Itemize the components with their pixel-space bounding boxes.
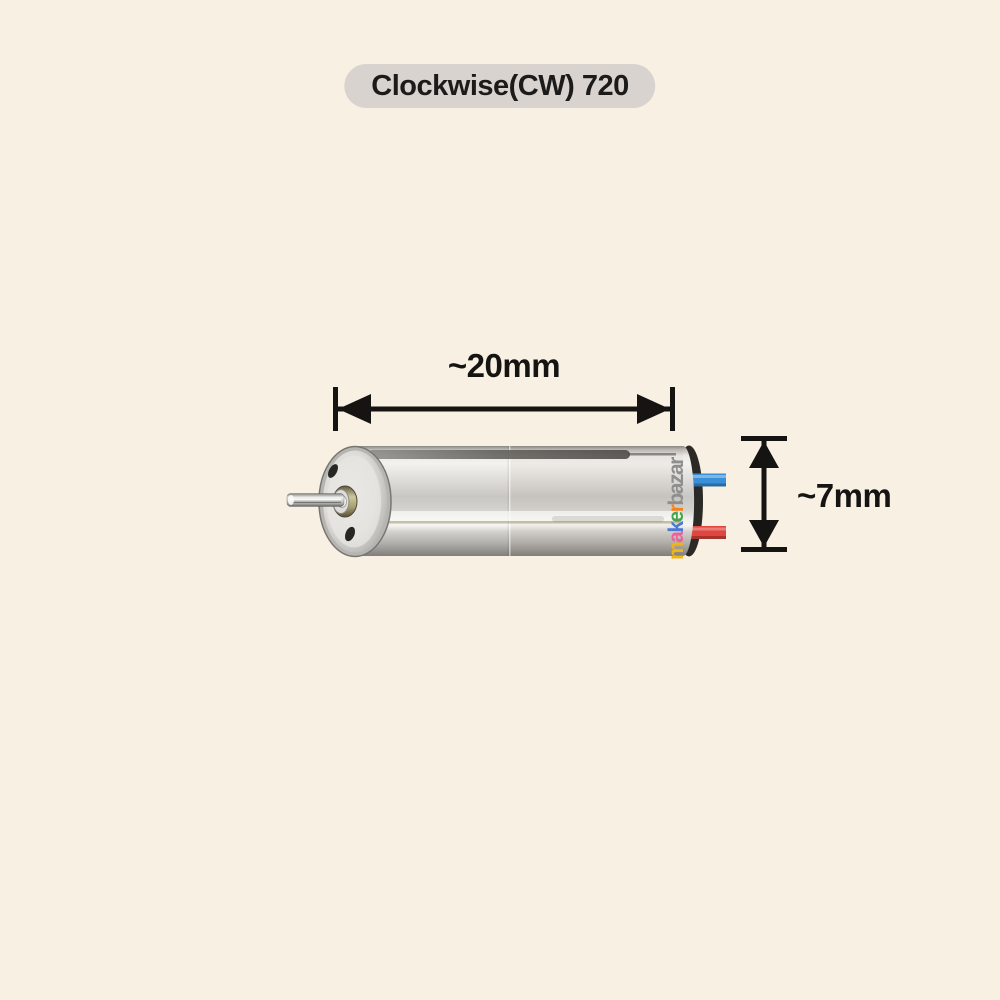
diameter-arrow (741, 436, 787, 552)
watermark-letter: r (665, 505, 688, 513)
face-hole-bottom (344, 526, 356, 542)
length-dimension: ~20mm (333, 347, 675, 431)
watermark-makerbazar: makerbazar (664, 458, 689, 560)
motor-illustration (286, 445, 726, 558)
watermark-letter: z (665, 475, 688, 485)
diameter-dimension (741, 436, 787, 557)
watermark-letter: a (665, 532, 688, 543)
watermark-letter: r (665, 458, 688, 465)
blue-wire (686, 473, 726, 487)
red-wire (685, 526, 726, 539)
watermark-letter: m (665, 542, 688, 560)
length-arrow (333, 387, 675, 431)
watermark-letter: e (665, 512, 688, 523)
title-badge: Clockwise(CW) 720 (344, 64, 656, 108)
face-hole-top (328, 464, 338, 478)
watermark-letter: a (665, 484, 688, 495)
motor-face (318, 445, 392, 558)
watermark-letter: b (665, 494, 688, 506)
body-reflection (368, 450, 630, 459)
diameter-label: ~7mm (797, 477, 892, 514)
watermark-letter: k (665, 522, 688, 533)
length-label: ~20mm (447, 347, 561, 384)
engraving (552, 516, 664, 522)
watermark-letter: a (665, 464, 688, 476)
motor-body (355, 446, 695, 556)
motor-shaft (286, 493, 345, 507)
